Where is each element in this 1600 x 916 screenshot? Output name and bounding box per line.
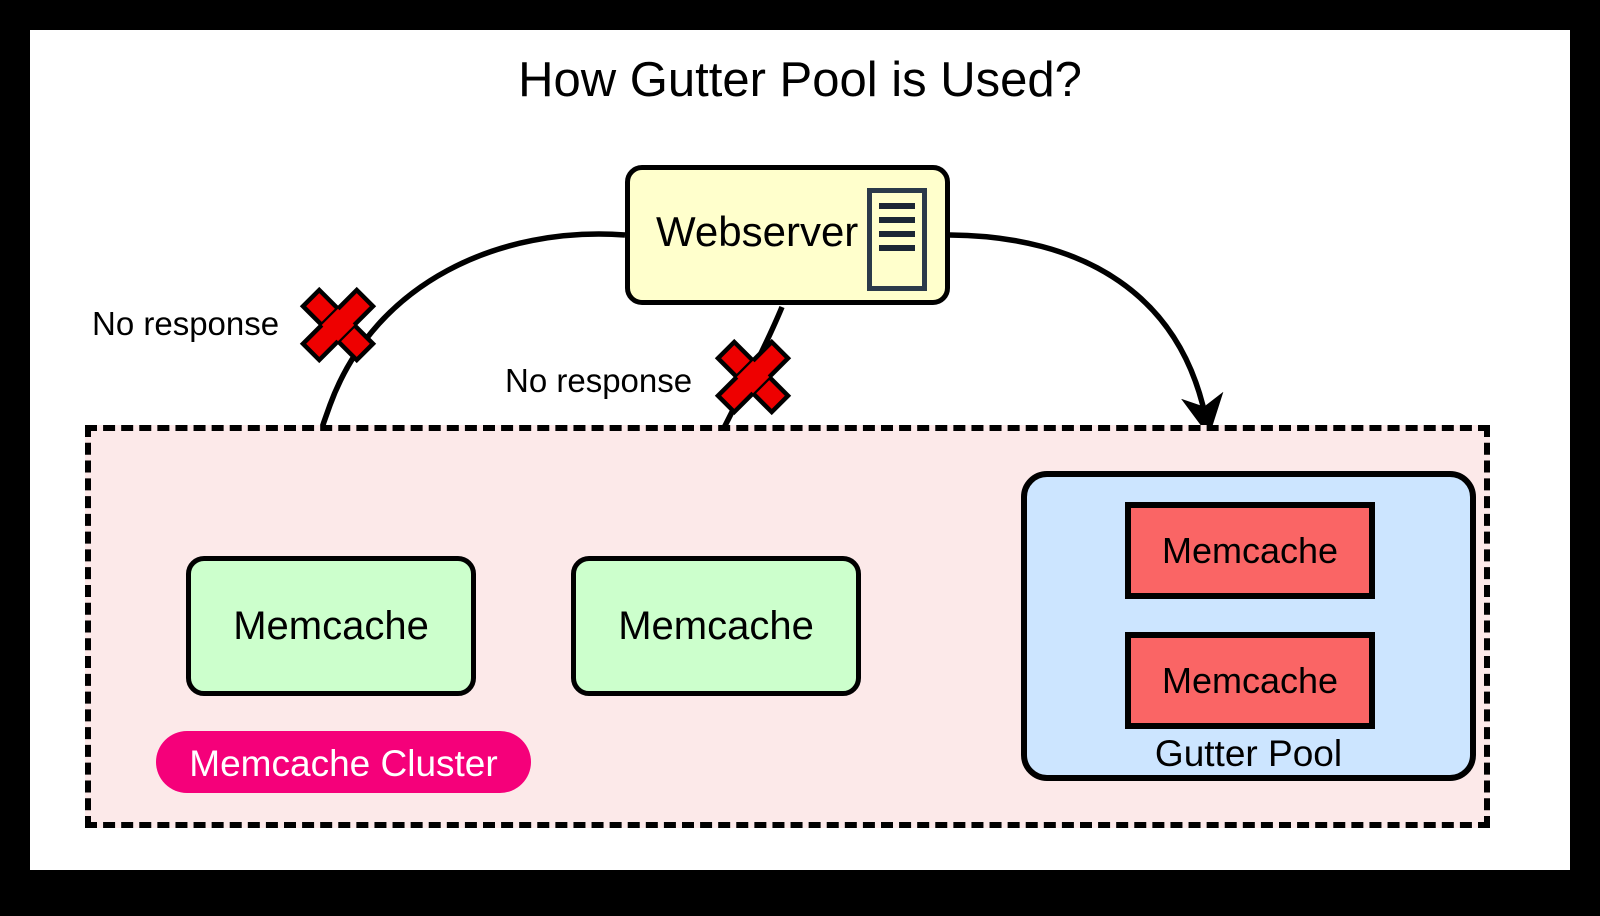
- node-memcache-1[interactable]: Memcache: [186, 556, 476, 696]
- node-gutter-memcache-2-label: Memcache: [1161, 660, 1339, 701]
- node-gutter-memcache-1-label: Memcache: [1161, 530, 1339, 571]
- server-rack-icon: [867, 188, 927, 291]
- memcache-cluster-region: Memcache Memcache Memcache Cluster Memca…: [85, 425, 1490, 828]
- node-gutter-memcache-2[interactable]: Memcache: [1125, 632, 1375, 729]
- node-memcache-1-label: Memcache: [233, 604, 429, 648]
- gutter-pool-container[interactable]: Memcache Memcache Gutter Pool: [1021, 471, 1476, 781]
- x-mark-no-response-1: [299, 286, 377, 364]
- diagram-canvas: How Gutter Pool is Used?: [30, 30, 1570, 870]
- node-webserver-label: Webserver: [656, 208, 859, 255]
- memcache-cluster-badge: Memcache Cluster: [156, 731, 531, 793]
- node-memcache-2[interactable]: Memcache: [571, 556, 861, 696]
- node-memcache-2-label: Memcache: [618, 604, 814, 648]
- annotation-no-response-1: No response: [92, 305, 280, 342]
- memcache-cluster-badge-label: Memcache Cluster: [189, 743, 498, 784]
- node-gutter-memcache-1[interactable]: Memcache: [1125, 502, 1375, 599]
- page-title: How Gutter Pool is Used?: [518, 53, 1082, 107]
- x-mark-no-response-2: [714, 338, 792, 416]
- gutter-pool-label: Gutter Pool: [1154, 733, 1343, 774]
- annotation-no-response-2: No response: [505, 362, 693, 399]
- node-webserver[interactable]: Webserver: [625, 165, 950, 305]
- arrow-webserver-to-gutter-pool: [949, 232, 1224, 437]
